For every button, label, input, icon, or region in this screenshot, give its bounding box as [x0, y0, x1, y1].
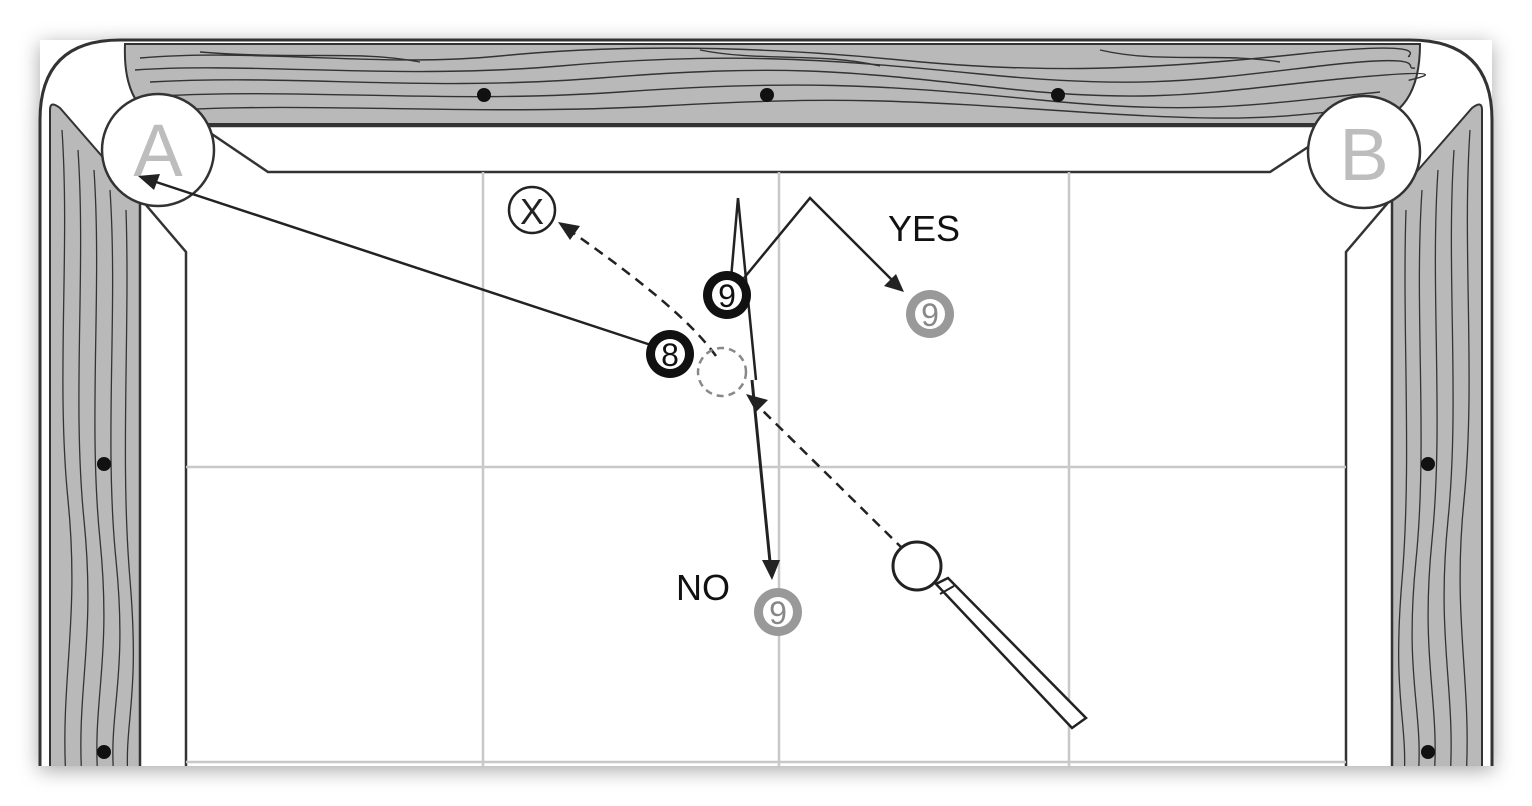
arrowhead-ghost [746, 394, 768, 412]
target-x-marker: X [507, 185, 557, 235]
deflection-path [571, 230, 718, 357]
table-outer-edge [38, 38, 1494, 766]
arrowhead-no [762, 560, 780, 580]
arrowhead-yes [884, 274, 904, 292]
diamond-marker [97, 745, 111, 759]
diamond-marker [760, 88, 774, 102]
diamond-marker [1051, 88, 1065, 102]
table-grid [186, 172, 1346, 766]
arrowhead-pocket-a [138, 174, 160, 190]
no-path [750, 379, 772, 563]
pocket-a: A [100, 92, 216, 208]
diamond-marker [477, 88, 491, 102]
no-label: NO [676, 567, 730, 608]
left-rail [49, 103, 141, 766]
nine-ball-label: 9 [718, 278, 736, 314]
right-rail [1391, 103, 1483, 766]
left-cushion [138, 194, 188, 766]
pocket-a-label: A [133, 109, 183, 192]
cue-stick [933, 576, 1088, 730]
arrowhead-x [558, 222, 580, 240]
yes-path [743, 196, 895, 283]
right-cushion [1344, 194, 1394, 766]
diamond-marker [1421, 745, 1435, 759]
eight-ball-label: 8 [661, 337, 679, 373]
pocket-b-label: B [1339, 113, 1388, 196]
nine-ball-yes-position: 9 [906, 290, 954, 338]
yes-label: YES [888, 208, 960, 249]
eight-ball-path [149, 178, 661, 350]
pocket-b: B [1306, 94, 1422, 210]
eight-ball: 8 [646, 330, 694, 378]
cue-ball [891, 540, 943, 592]
ghost-ball [696, 346, 748, 398]
nine-ball-no-position: 9 [754, 588, 802, 636]
top-rail [123, 43, 1426, 125]
nine-ball-yes-label: 9 [921, 297, 939, 333]
x-marker-label: X [520, 191, 544, 232]
top-cushion [195, 124, 1345, 174]
diamond-marker [97, 457, 111, 471]
nine-ball: 9 [703, 271, 751, 319]
nine-ball-no-label: 9 [769, 595, 787, 631]
diamond-marker [1421, 457, 1435, 471]
wood-grain-top [134, 47, 1426, 119]
